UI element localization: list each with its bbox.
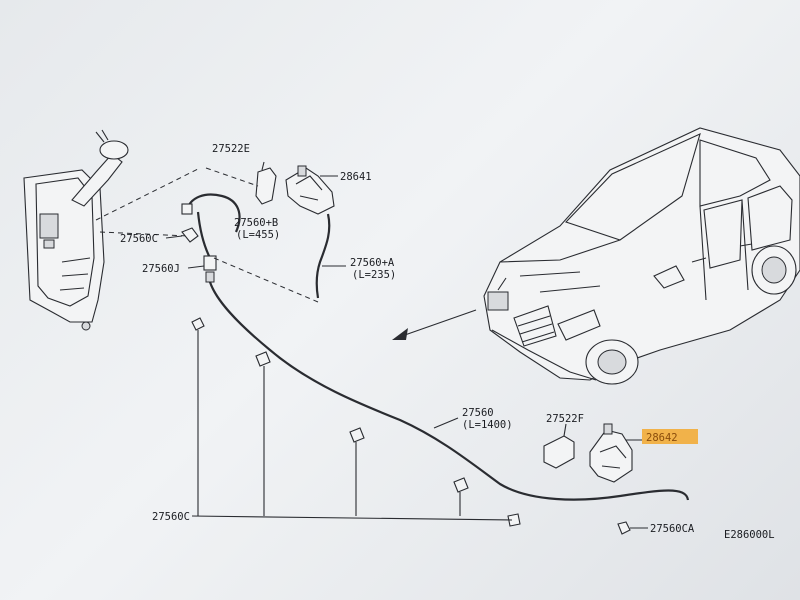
nozzle-28641 [285, 165, 338, 215]
label-27560a-length: (L=235) [352, 269, 396, 281]
diagram-code: E286000L [724, 529, 775, 541]
label-27560c-bottom: 27560C [152, 511, 190, 523]
hose-27560a [315, 213, 331, 299]
label-27560c-top: 27560C [120, 233, 158, 245]
hose-27560b [181, 193, 241, 259]
label-28642: 28642 [646, 432, 678, 444]
nozzle-28642 [589, 423, 644, 483]
vehicle-illustration [483, 127, 800, 385]
label-27560a: 27560+A [350, 257, 395, 269]
connector-27560c-top [165, 227, 199, 243]
clip-27560ca [617, 521, 648, 535]
hose-clips [191, 317, 521, 527]
label-27560ca: 27560CA [650, 523, 695, 535]
label-27560b: 27560+B [234, 217, 278, 229]
joint-27560j [187, 255, 217, 283]
label-28641: 28641 [340, 171, 372, 183]
label-27522f: 27522F [546, 413, 584, 425]
label-27560-length: (L=1400) [462, 419, 513, 431]
ref-line-upper [205, 167, 319, 303]
nozzle-cover-27522e [255, 161, 277, 205]
ref-line-tank [95, 167, 201, 237]
nozzle-cover-27522f [543, 423, 575, 469]
washer-tank [23, 129, 129, 331]
label-27522e: 27522E [212, 143, 250, 155]
highlight-28642 [642, 429, 698, 444]
clip-leader-lines [191, 330, 513, 521]
hose-27560-main [208, 281, 690, 501]
label-27560: 27560 [462, 407, 494, 419]
label-27560j: 27560J [142, 263, 180, 275]
label-27560b-length: (L=455) [236, 229, 280, 241]
direction-arrow [392, 309, 477, 340]
